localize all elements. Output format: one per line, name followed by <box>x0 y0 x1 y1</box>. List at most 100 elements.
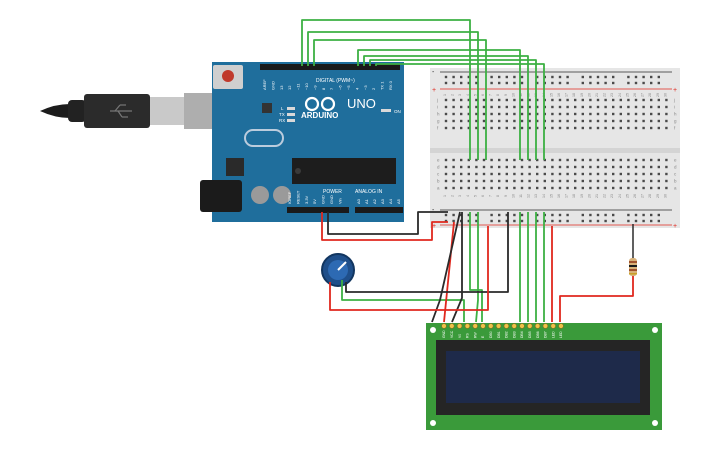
rail-hole[interactable] <box>513 219 516 223</box>
breadboard-hole[interactable] <box>566 165 569 169</box>
breadboard-hole[interactable] <box>482 126 486 130</box>
breadboard-hole[interactable] <box>619 172 622 176</box>
rail-hole[interactable] <box>498 81 501 85</box>
breadboard-hole[interactable] <box>475 119 478 123</box>
breadboard-hole[interactable] <box>490 165 493 169</box>
breadboard-hole[interactable] <box>498 105 501 109</box>
breadboard-hole[interactable] <box>513 165 516 169</box>
breadboard-hole[interactable] <box>612 119 615 123</box>
breadboard-hole[interactable] <box>612 126 615 130</box>
breadboard-hole[interactable] <box>574 172 577 176</box>
breadboard-hole[interactable] <box>604 165 607 169</box>
breadboard-hole[interactable] <box>498 179 501 183</box>
rail-hole[interactable] <box>505 81 508 85</box>
rail-hole[interactable] <box>467 75 470 79</box>
rail-hole[interactable] <box>642 219 645 223</box>
breadboard-hole[interactable] <box>460 105 463 109</box>
rail-hole[interactable] <box>536 81 539 85</box>
rail-hole[interactable] <box>581 75 584 79</box>
breadboard-hole[interactable] <box>657 98 660 102</box>
breadboard-hole[interactable] <box>604 98 607 102</box>
rail-hole[interactable] <box>467 219 470 223</box>
breadboard-hole[interactable] <box>536 105 539 109</box>
rail-hole[interactable] <box>627 219 630 223</box>
breadboard-hole[interactable] <box>627 165 630 169</box>
breadboard-hole[interactable] <box>551 172 554 176</box>
arduino-uno-board[interactable]: ARDUINO UNO DIGITAL (PWM~) ANALOG IN POW… <box>200 62 404 222</box>
breadboard-hole[interactable] <box>482 172 486 176</box>
breadboard-hole[interactable] <box>475 186 478 190</box>
breadboard-hole[interactable] <box>513 105 516 109</box>
rail-hole[interactable] <box>634 213 638 217</box>
breadboard-hole[interactable] <box>604 158 607 162</box>
breadboard-hole[interactable] <box>444 126 448 130</box>
rail-hole[interactable] <box>520 213 524 217</box>
breadboard-hole[interactable] <box>627 105 630 109</box>
lcd-pin[interactable] <box>550 323 556 329</box>
breadboard-hole[interactable] <box>528 179 531 183</box>
breadboard-hole[interactable] <box>551 126 554 130</box>
rail-hole[interactable] <box>650 219 653 223</box>
rail-hole[interactable] <box>551 75 554 79</box>
breadboard-hole[interactable] <box>627 112 630 116</box>
lcd-pin[interactable] <box>495 323 502 329</box>
breadboard-hole[interactable] <box>650 112 653 116</box>
rail-hole[interactable] <box>467 213 470 217</box>
rail-hole[interactable] <box>589 81 592 85</box>
rail-hole[interactable] <box>536 213 539 217</box>
breadboard-hole[interactable] <box>444 105 448 109</box>
breadboard-hole[interactable] <box>528 119 531 123</box>
rail-hole[interactable] <box>581 81 584 85</box>
breadboard-hole[interactable] <box>452 112 455 116</box>
breadboard-hole[interactable] <box>536 179 539 183</box>
lcd-pin[interactable] <box>488 323 494 329</box>
rail-hole[interactable] <box>589 75 592 79</box>
breadboard-hole[interactable] <box>566 172 569 176</box>
breadboard-hole[interactable] <box>612 172 615 176</box>
breadboard-hole[interactable] <box>551 165 554 169</box>
rail-hole[interactable] <box>505 75 508 79</box>
rail-hole[interactable] <box>475 213 478 217</box>
rail-hole[interactable] <box>627 213 630 217</box>
breadboard-hole[interactable] <box>505 112 508 116</box>
breadboard-hole[interactable] <box>536 186 539 190</box>
breadboard-hole[interactable] <box>642 126 645 130</box>
lcd-pin[interactable] <box>519 323 525 329</box>
breadboard-hole[interactable] <box>528 98 531 102</box>
breadboard-hole[interactable] <box>505 179 508 183</box>
breadboard-hole[interactable] <box>596 98 600 102</box>
rail-hole[interactable] <box>520 75 524 79</box>
rail-hole[interactable] <box>612 213 615 217</box>
breadboard-hole[interactable] <box>574 105 577 109</box>
breadboard-hole[interactable] <box>581 112 584 116</box>
rail-hole[interactable] <box>604 219 607 223</box>
breadboard-hole[interactable] <box>657 165 660 169</box>
breadboard-hole[interactable] <box>581 186 584 190</box>
rail-hole[interactable] <box>505 213 508 217</box>
breadboard-hole[interactable] <box>536 158 539 162</box>
breadboard-hole[interactable] <box>619 165 622 169</box>
breadboard-hole[interactable] <box>650 158 653 162</box>
rail-hole[interactable] <box>520 219 524 223</box>
breadboard-hole[interactable] <box>528 105 531 109</box>
rail-hole[interactable] <box>444 81 448 85</box>
breadboard-hole[interactable] <box>460 158 463 162</box>
breadboard-hole[interactable] <box>566 126 569 130</box>
breadboard-hole[interactable] <box>642 112 645 116</box>
breadboard-hole[interactable] <box>650 165 653 169</box>
breadboard-hole[interactable] <box>619 105 622 109</box>
breadboard-hole[interactable] <box>482 119 486 123</box>
breadboard-hole[interactable] <box>460 186 463 190</box>
rail-hole[interactable] <box>452 75 455 79</box>
lcd-pin[interactable] <box>527 323 533 329</box>
breadboard-hole[interactable] <box>520 172 524 176</box>
rail-hole[interactable] <box>612 81 615 85</box>
breadboard-hole[interactable] <box>513 158 516 162</box>
rail-hole[interactable] <box>604 81 607 85</box>
breadboard-hole[interactable] <box>566 112 569 116</box>
reset-button[interactable] <box>222 70 234 82</box>
rail-hole[interactable] <box>536 219 539 223</box>
breadboard-hole[interactable] <box>460 126 463 130</box>
breadboard-hole[interactable] <box>460 119 463 123</box>
breadboard-hole[interactable] <box>589 172 592 176</box>
